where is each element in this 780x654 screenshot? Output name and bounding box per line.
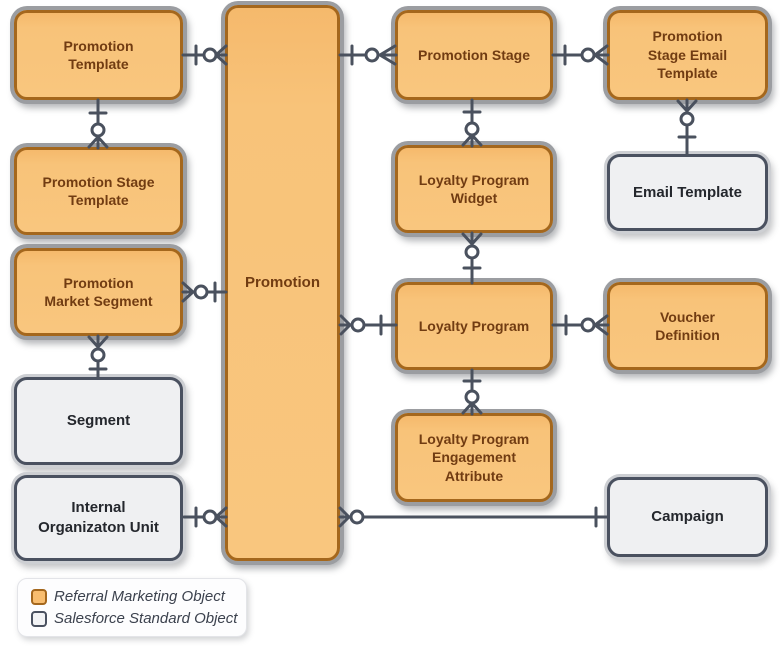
node-segment: Segment bbox=[14, 377, 183, 465]
node-voucher-definition: Voucher Definition bbox=[607, 282, 768, 370]
connector-campaign-promotion bbox=[338, 506, 610, 528]
node-label: Email Template bbox=[633, 183, 742, 201]
node-promotion: Promotion bbox=[225, 5, 340, 561]
connector-segment-promotion_market_segment bbox=[87, 334, 109, 380]
node-email-template: Email Template bbox=[607, 154, 768, 231]
legend-item-referral: Referral Marketing Object bbox=[31, 588, 233, 605]
connector-promotion_template-promotion_stage_template bbox=[87, 98, 109, 150]
node-promotion-stage-email-template: Promotion Stage Email Template bbox=[607, 10, 768, 100]
node-label: Promotion bbox=[245, 274, 320, 292]
standard-swatch bbox=[31, 610, 47, 627]
connector-promotion_stage-promotion_stage_email_template bbox=[551, 44, 610, 66]
connector-loyalty_program-voucher_definition bbox=[551, 314, 610, 336]
node-loyalty-program: Loyalty Program bbox=[395, 282, 553, 370]
legend-item-standard: Salesforce Standard Object bbox=[31, 610, 237, 627]
connector-loyalty_program-loyalty_program_widget bbox=[461, 231, 483, 285]
node-promotion-stage-template: Promotion Stage Template bbox=[14, 147, 183, 235]
connector-email_template-promotion_stage_email_template bbox=[676, 98, 698, 157]
node-label: Loyalty Program Widget bbox=[418, 171, 530, 206]
connector-promotion_stage-loyalty_program_widget bbox=[461, 98, 483, 148]
node-promotion-stage: Promotion Stage bbox=[395, 10, 553, 100]
connector-promotion-promotion_market_segment bbox=[181, 281, 228, 303]
node-label: Voucher Definition bbox=[655, 308, 720, 343]
node-label: Promotion Stage bbox=[417, 46, 530, 63]
node-promotion-market-segment: Promotion Market Segment bbox=[14, 248, 183, 336]
node-label: Loyalty Program Engagement Attribute bbox=[418, 430, 530, 484]
legend: Referral Marketing Object Salesforce Sta… bbox=[17, 578, 247, 637]
connector-internal_organizaton_unit-promotion bbox=[182, 506, 228, 528]
node-label: Campaign bbox=[651, 508, 724, 526]
node-label: Internal Organizaton Unit bbox=[38, 499, 159, 536]
node-label: Loyalty Program bbox=[418, 317, 530, 334]
connector-loyalty_program-loyalty_program_engagement_attribute bbox=[461, 368, 483, 416]
node-loyalty-program-widget: Loyalty Program Widget bbox=[395, 145, 553, 233]
node-campaign: Campaign bbox=[607, 477, 768, 557]
node-label: Promotion Template bbox=[63, 37, 134, 72]
connector-promotion_template-promotion bbox=[181, 44, 228, 66]
connector-loyalty_program-promotion bbox=[338, 314, 398, 336]
node-promotion-template: Promotion Template bbox=[14, 10, 183, 100]
node-internal-organizaton-unit: Internal Organizaton Unit bbox=[14, 475, 183, 561]
node-label: Segment bbox=[66, 412, 131, 430]
node-label: Promotion Stage Email Template bbox=[647, 28, 728, 82]
node-label: Promotion Stage Template bbox=[42, 173, 155, 208]
connector-promotion-promotion_stage bbox=[338, 44, 398, 66]
referral-swatch bbox=[31, 588, 47, 605]
node-label: Promotion Market Segment bbox=[44, 274, 153, 309]
legend-label: Salesforce Standard Object bbox=[54, 610, 238, 627]
legend-label: Referral Marketing Object bbox=[54, 588, 225, 605]
node-loyalty-program-engagement-attribute: Loyalty Program Engagement Attribute bbox=[395, 413, 553, 502]
